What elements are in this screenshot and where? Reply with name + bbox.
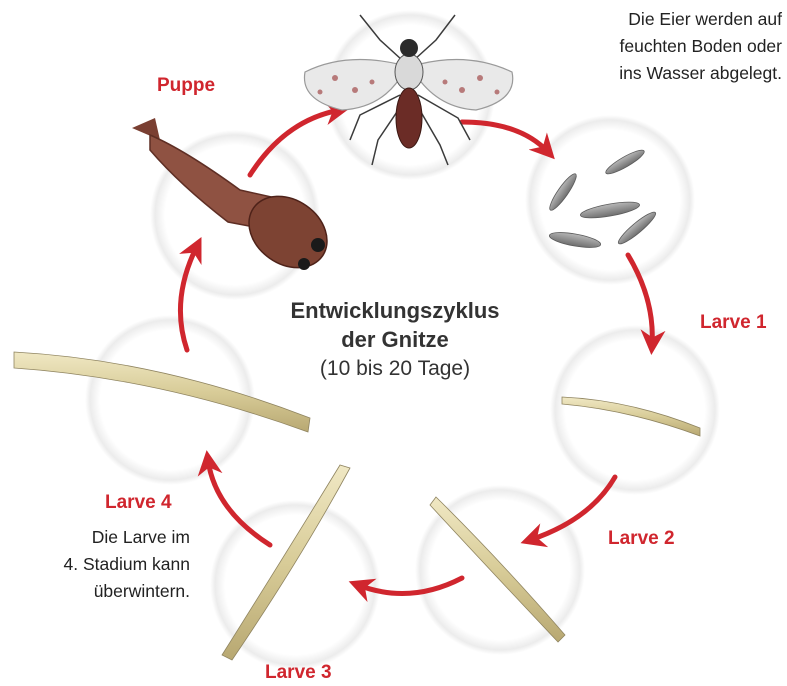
midge-thorax	[395, 54, 423, 90]
larve4-note: Die Larve im 4. Stadium kann überwintern…	[20, 524, 190, 605]
label-puppe: Puppe	[157, 75, 215, 97]
label-larve3: Larve 3	[265, 662, 332, 684]
label-larve2: Larve 2	[608, 528, 675, 550]
larve4-note-line: Die Larve im	[20, 524, 190, 551]
eggs-note-line: ins Wasser abgelegt.	[560, 60, 782, 87]
eggs-note: Die Eier werden auf feuchten Boden oder …	[560, 6, 782, 87]
cycle-duration: (10 bis 20 Tage)	[250, 354, 540, 383]
cycle-title-line1: Entwicklungszyklus	[250, 296, 540, 325]
eggs-note-line: Die Eier werden auf	[560, 6, 782, 33]
circle-eggs	[525, 115, 695, 285]
label-larve1: Larve 1	[700, 312, 767, 334]
cycle-title: Entwicklungszyklus der Gnitze (10 bis 20…	[250, 296, 540, 383]
larve4-note-line: überwintern.	[20, 578, 190, 605]
midge-abdomen	[396, 88, 422, 148]
label-larve4: Larve 4	[105, 492, 172, 514]
larve4-note-line: 4. Stadium kann	[20, 551, 190, 578]
cycle-title-line2: der Gnitze	[250, 325, 540, 354]
eggs-note-line: feuchten Boden oder	[560, 33, 782, 60]
midge-head	[400, 39, 418, 57]
